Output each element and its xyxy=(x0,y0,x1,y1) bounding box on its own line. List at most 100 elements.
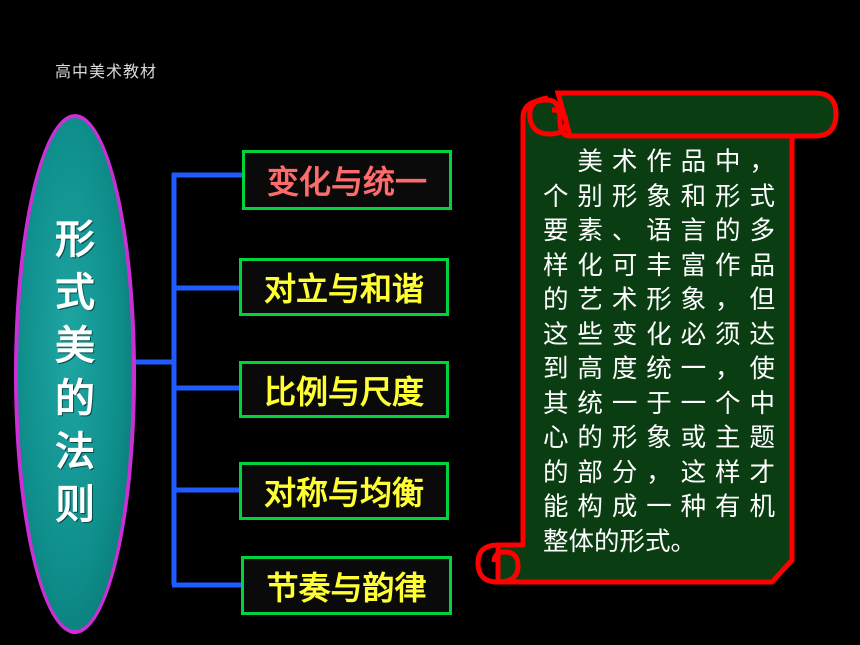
scroll-line: 个别形象和形式 xyxy=(543,180,775,215)
branch-box-rhythm-cadence[interactable]: 节奏与韵律 xyxy=(241,556,452,615)
scroll-top-curl xyxy=(527,95,569,137)
scroll-char: ， xyxy=(749,147,775,177)
scroll-char: 别 xyxy=(577,181,603,212)
scroll-char: ， xyxy=(715,354,741,384)
scroll-char: 式 xyxy=(749,181,775,212)
scroll-char: 形 xyxy=(611,423,638,453)
scroll-line: 样化可丰富作品 xyxy=(543,249,775,284)
branch-box-contrast-harmony[interactable]: 对立与和谐 xyxy=(239,258,449,316)
scroll-line: 心的形象或主题 xyxy=(543,421,775,456)
central-node-char: 的 xyxy=(55,376,95,422)
scroll-char: 和 xyxy=(680,181,707,212)
scroll-char: 于 xyxy=(646,388,672,419)
scroll-char: 的 xyxy=(715,216,741,246)
scroll-char: 品 xyxy=(749,250,775,281)
scroll-char: 化 xyxy=(577,250,603,281)
scroll-char: 统 xyxy=(646,354,672,384)
scroll-char: 使 xyxy=(749,354,775,384)
central-node-char: 美 xyxy=(55,323,95,369)
scroll-char: 语 xyxy=(646,216,672,246)
scroll-char: 中 xyxy=(715,147,741,177)
scroll-char: 题 xyxy=(749,423,775,453)
scroll-char: 样 xyxy=(715,457,741,488)
scroll-char: 作 xyxy=(715,250,741,281)
scroll-char: 样 xyxy=(543,250,569,281)
scroll-char: 美 xyxy=(577,147,603,177)
scroll-line: 美术作品中， xyxy=(543,145,775,180)
scroll-char: 机 xyxy=(749,492,775,522)
scroll-char: 象 xyxy=(646,181,672,212)
scroll-char: 些 xyxy=(577,319,603,350)
scroll-char: 一 xyxy=(680,388,707,419)
scroll-char: 或 xyxy=(680,423,707,453)
scroll-char: 主 xyxy=(715,423,741,453)
scroll-char: 才 xyxy=(749,457,775,488)
scroll-char: 达 xyxy=(749,319,775,350)
branch-box-symmetry-balance[interactable]: 对称与均衡 xyxy=(239,462,449,520)
central-node-char: 法 xyxy=(55,429,95,475)
scroll-content: 美术作品中， 个别形象和形式 要素、语言的多 样化可丰富作品 的艺术形象，但 这… xyxy=(543,145,775,559)
scroll-char: 心 xyxy=(543,423,569,453)
scroll-char: 度 xyxy=(611,354,638,384)
scroll-char: 必 xyxy=(680,319,707,350)
scroll-char: 象 xyxy=(646,423,672,453)
scroll-line: 其统一于一个中 xyxy=(543,387,775,422)
scroll-char: ， xyxy=(646,457,672,488)
scroll-char: 要 xyxy=(543,216,569,246)
scroll-char: 高 xyxy=(577,354,603,384)
scroll-line: 能构成一种有机 xyxy=(543,490,775,525)
scroll-line: 要素、语言的多 xyxy=(543,214,775,249)
scroll-bottom-curl xyxy=(475,542,521,585)
scroll-char: 、 xyxy=(611,216,638,246)
scroll-char: 作 xyxy=(646,147,672,177)
scroll-char: 丰 xyxy=(646,250,672,281)
scroll-char: 构 xyxy=(577,492,603,522)
scroll-char: 艺 xyxy=(577,285,603,315)
scroll-char: 但 xyxy=(749,285,775,315)
central-node-char: 式 xyxy=(55,270,95,316)
scroll-char: 变 xyxy=(611,319,638,350)
scroll-char: 形 xyxy=(715,181,741,212)
scroll-char: 形 xyxy=(646,285,672,315)
scroll-char: 术 xyxy=(611,285,638,315)
branch-box-variation-unity[interactable]: 变化与统一 xyxy=(242,150,452,210)
scroll-char: 个 xyxy=(543,181,569,212)
scroll-char: 个 xyxy=(715,388,741,419)
branch-box-proportion-scale[interactable]: 比例与尺度 xyxy=(239,361,449,418)
scroll-line: 到高度统一，使 xyxy=(543,352,775,387)
central-node-char: 形 xyxy=(55,217,95,263)
scroll-char: 其 xyxy=(543,388,569,419)
scroll-char: 有 xyxy=(715,492,741,522)
scroll-char: 种 xyxy=(680,492,707,522)
scroll-line: 整体的形式。 xyxy=(543,526,697,557)
scroll-char: 分 xyxy=(611,457,638,488)
scroll-char: 一 xyxy=(611,388,638,419)
central-node xyxy=(14,114,136,634)
scroll-char: 的 xyxy=(543,285,569,315)
scroll-char: 术 xyxy=(611,147,638,177)
scroll-char: 须 xyxy=(715,319,741,350)
scroll-char: 的 xyxy=(577,423,603,453)
central-node-char: 则 xyxy=(55,482,95,528)
scroll-line: 的部分，这样才 xyxy=(543,456,775,491)
scroll-char: 中 xyxy=(749,388,775,419)
scroll-char xyxy=(543,145,569,180)
scroll-top-roll xyxy=(554,90,839,139)
scroll-char: 素 xyxy=(577,216,603,246)
scroll-char: 化 xyxy=(646,319,672,350)
header-title: 高中美术教材 xyxy=(55,62,158,81)
scroll-char: 能 xyxy=(543,492,569,522)
scroll-char: 的 xyxy=(543,457,569,488)
scroll-char: 这 xyxy=(543,319,569,350)
scroll-char: 形 xyxy=(611,181,638,212)
scroll-char: 富 xyxy=(680,250,707,281)
scroll-char: 言 xyxy=(680,216,707,246)
scroll-line: 这些变化必须达 xyxy=(543,318,775,353)
scroll-line: 的艺术形象 ， 但 xyxy=(543,283,775,318)
scroll-char: ， xyxy=(715,285,741,315)
scroll-char: 一 xyxy=(680,354,707,384)
scroll-char: 多 xyxy=(749,216,775,246)
scroll-char: 象 xyxy=(680,285,707,315)
